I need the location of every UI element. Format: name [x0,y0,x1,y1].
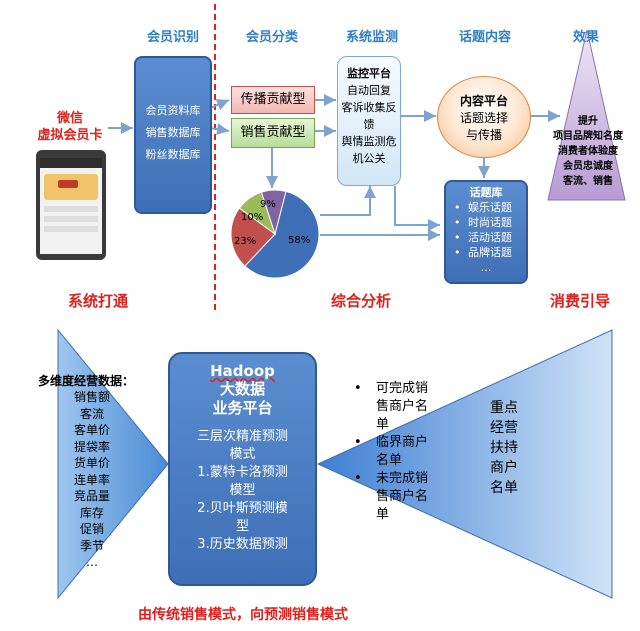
data-item: 提袋率 [73,439,110,454]
spread-type-box: 传播贡献型 [231,86,315,114]
sales-type-box: 销售贡献型 [231,118,315,148]
db-member: 会员资料库 [145,104,201,117]
db-sales: 销售数据库 [145,126,201,139]
wechat-card-title: 微信 虚拟会员卡 [37,111,103,143]
multidim-list: 销售额 客流 客单价 提袋率 货单价 连单率 竞品量 库存 促销 季节 … [62,389,122,571]
topic-item: 娱乐话题 [454,200,526,215]
data-item: 销售额 [73,390,110,404]
analysis-label: 综合分析 [331,292,392,310]
data-item: 库存 [79,505,104,520]
topic-item: 品牌话题 [454,245,526,260]
topic-item: 时尚话题 [454,215,526,230]
phone-screenshot [36,150,106,260]
header-member-id: 会员识别 [146,30,199,45]
bottom-caption: 由传统销售模式，向预测销售模式 [138,607,348,623]
content-platform-circle: 内容平台 话题选择 与传播 [437,76,531,158]
data-item: 季节 [79,538,104,553]
left-funnel-triangle [57,328,169,600]
system-connect-label: 系统打通 [68,292,129,310]
header-member-class: 会员分类 [245,30,298,45]
header-effect: 效果 [572,30,599,45]
db-fans: 粉丝数据库 [145,148,201,161]
multidim-title: 多维度经营数据： [38,374,135,388]
pie-slice [260,189,287,236]
effect-triangle [547,29,626,201]
database-box: 会员资料库 销售数据库 粉丝数据库 [134,56,212,214]
pie-label-9: 9% [260,199,276,210]
monitor-platform-box: 监控平台 自动回复 客诉收集反 馈 舆情监测危 机公关 [337,56,401,186]
data-item: … [86,555,98,569]
data-item: 客流 [79,406,104,421]
hadoop-platform-box: Hadoop 大数据 业务平台 三层次精准预测 模式 1.蒙特卡洛预测 模型 2… [168,352,317,586]
pie-label-23: 23% [234,236,257,247]
data-item: 促销 [79,522,104,536]
effect-text: 提升 项目品牌知名度 消费者体验度 会员忠诚度 客流、销售 [553,116,623,187]
header-monitor: 系统监测 [345,30,398,45]
pie-label-58: 58% [288,235,311,246]
data-item: 竞品量 [73,489,110,503]
pie-slice [244,190,320,279]
data-item: 客单价 [73,423,110,437]
topic-library-box: 话题库 娱乐话题 时尚话题 活动话题 品牌话题 … [444,180,528,284]
merchant-list: •可完成销 售商户名 单 •临界商户 名单 •未完成销 售商户名 单 [354,381,429,522]
data-item: 连单率 [73,472,110,487]
header-topics: 话题内容 [458,30,511,45]
right-funnel-triangle [316,329,613,599]
key-support-list: 重点 经营 扶持 商户 名单 [490,400,518,496]
pie-label-10: 10% [241,212,264,223]
data-item: 货单价 [73,456,110,470]
pie-chart [230,189,320,279]
guide-label: 消费引导 [550,292,611,310]
pie-slice [230,207,276,267]
topic-item: 活动话题 [454,230,526,245]
